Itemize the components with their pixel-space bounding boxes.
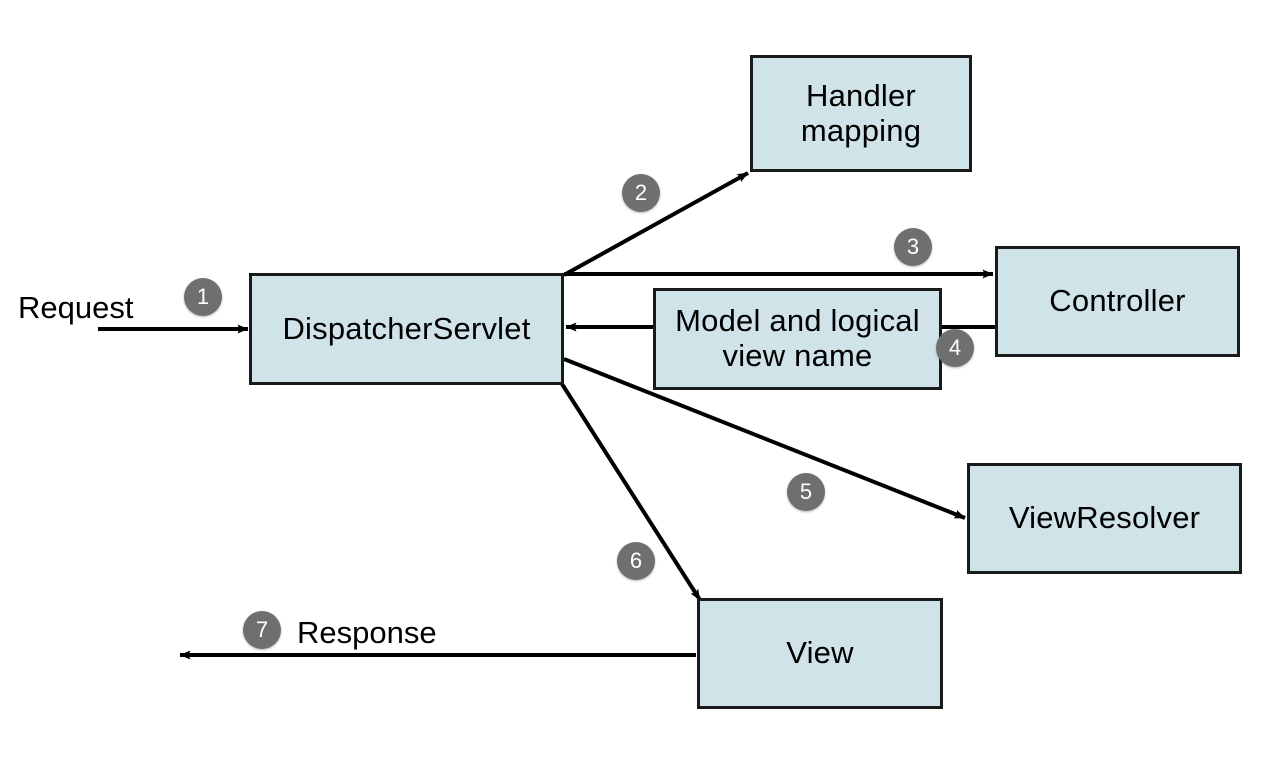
node-view-resolver[interactable]: ViewResolver [967,463,1242,574]
step-badge-2-number: 2 [634,180,648,205]
label-response-text: Response [297,615,437,650]
step-badge-5-number: 5 [799,479,813,504]
node-handler-mapping[interactable]: Handler mapping [750,55,972,172]
step-badge-7-number: 7 [255,617,269,642]
node-dispatcher-servlet-label: DispatcherServlet [282,310,531,346]
step-badge-5[interactable]: 5 [787,473,825,511]
node-view-resolver-label: ViewResolver [1008,500,1201,536]
step-badge-7[interactable]: 7 [243,611,281,649]
node-handler-mapping-label: Handler mapping [800,77,922,148]
node-view-label: View [786,635,854,671]
step-badge-4-number: 4 [948,335,962,360]
step-badge-6[interactable]: 6 [617,542,655,580]
step-badge-2[interactable]: 2 [622,174,660,212]
step-badge-4[interactable]: 4 [936,329,974,367]
label-request-text: Request [18,290,134,325]
step-badge-3[interactable]: 3 [894,228,932,266]
node-controller[interactable]: Controller [995,246,1240,357]
node-controller-label: Controller [1049,283,1186,319]
step-badge-1-number: 1 [196,284,210,309]
label-request: Request [18,290,133,326]
step-badge-1[interactable]: 1 [184,278,222,316]
node-view[interactable]: View [697,598,943,709]
step-badge-3-number: 3 [906,234,920,259]
label-response: Response [297,615,437,651]
node-model-and-view-name-label: Model and logical view name [675,303,920,373]
node-dispatcher-servlet[interactable]: DispatcherServlet [249,273,564,385]
node-model-and-view-name[interactable]: Model and logical view name [653,288,942,390]
step-badge-6-number: 6 [629,548,643,573]
